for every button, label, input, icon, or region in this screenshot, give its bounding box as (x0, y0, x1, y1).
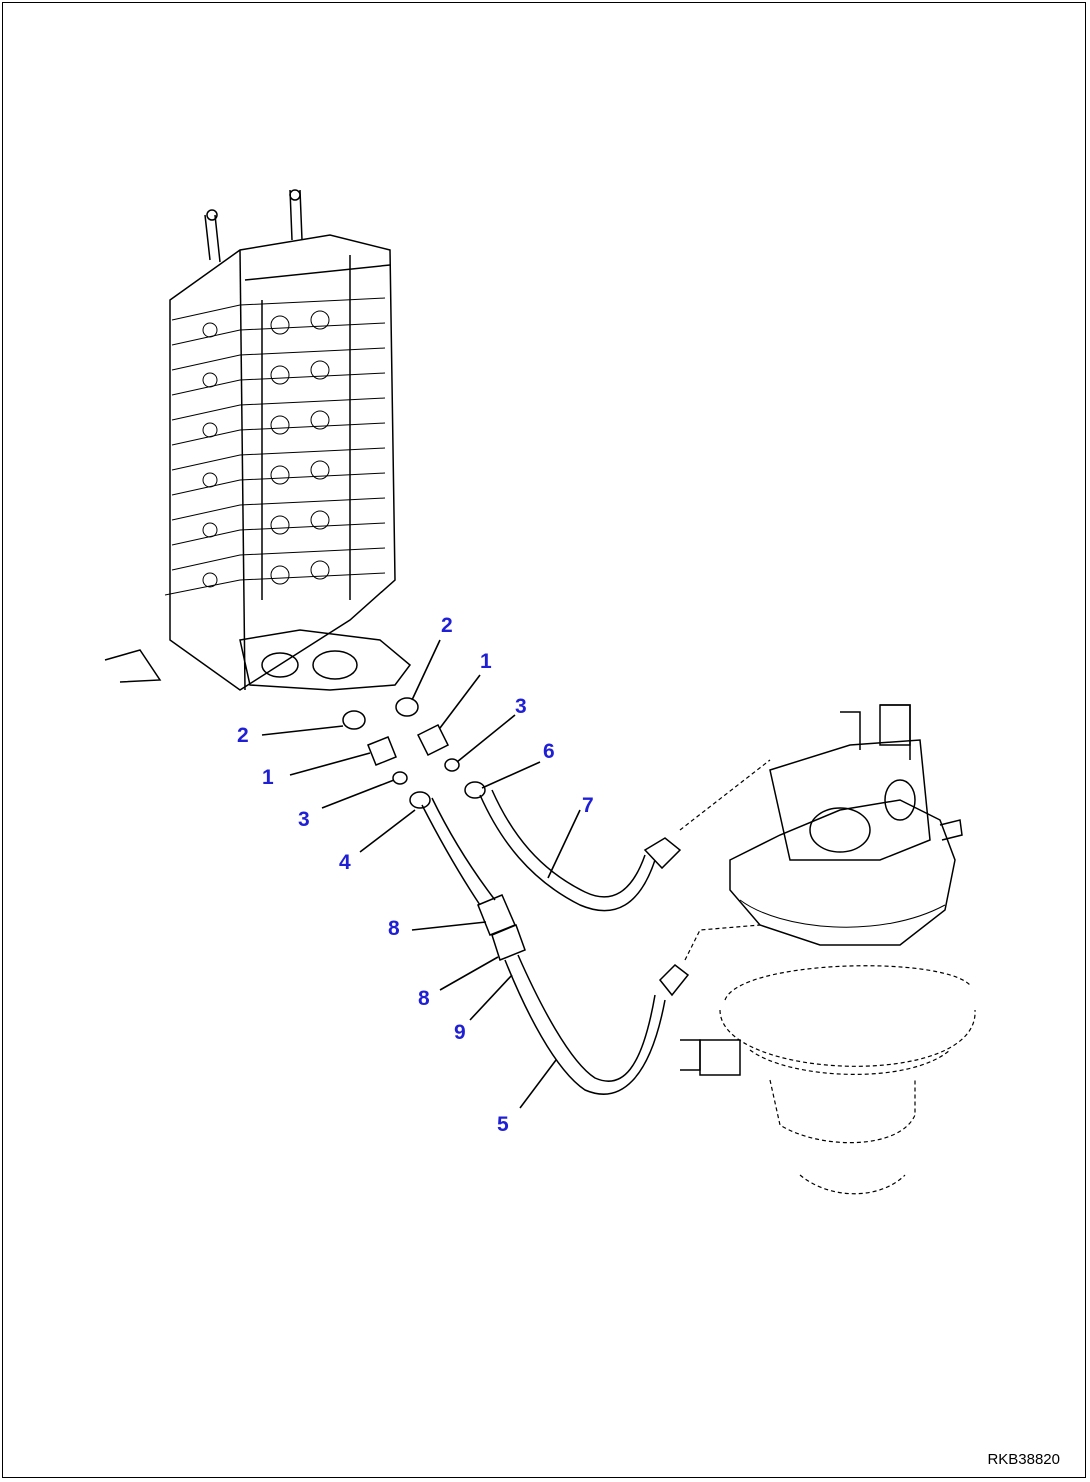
swing-motor (679, 704, 963, 961)
elbow-1-left (367, 736, 397, 766)
callout-1-right: 1 (480, 650, 492, 673)
leader-lines (261, 639, 581, 1109)
hose-5 (504, 959, 666, 1095)
callout-numbers: 2 1 3 6 7 2 1 3 4 8 8 9 5 (237, 614, 594, 1136)
control-valve (104, 189, 412, 691)
callout-2-left: 2 (237, 724, 249, 747)
hose-5-end-fitting (658, 964, 690, 997)
callout-7: 7 (582, 794, 594, 817)
o-ring-2-left (342, 710, 366, 730)
elbow-1-right (416, 723, 450, 757)
callout-3-right: 3 (515, 695, 527, 718)
callout-9: 9 (454, 1021, 466, 1044)
callout-6: 6 (543, 740, 555, 763)
hose-7-end-fitting (643, 837, 682, 870)
callout-5: 5 (497, 1113, 509, 1136)
o-ring-2-right (395, 697, 419, 717)
swing-circle (680, 965, 976, 1195)
callout-1-left: 1 (262, 766, 274, 789)
callout-8-lower: 8 (418, 987, 430, 1010)
hose-7 (479, 794, 656, 912)
figure-code: RKB38820 (987, 1451, 1060, 1468)
callout-8-upper: 8 (388, 917, 400, 940)
o-ring-3-left (392, 771, 408, 785)
sleeve-8-lower (491, 924, 526, 961)
callout-3-left: 3 (298, 808, 310, 831)
hoses (421, 789, 690, 1095)
o-ring-3-right (444, 758, 460, 772)
fitting-6 (464, 781, 486, 799)
fittings (342, 697, 486, 809)
sleeve-8-upper (477, 894, 516, 936)
callout-2-right: 2 (441, 614, 453, 637)
valve-port-circles (202, 310, 330, 588)
fitting-4 (409, 791, 431, 809)
valve-spool-rows (164, 297, 386, 596)
callout-4: 4 (339, 851, 351, 874)
